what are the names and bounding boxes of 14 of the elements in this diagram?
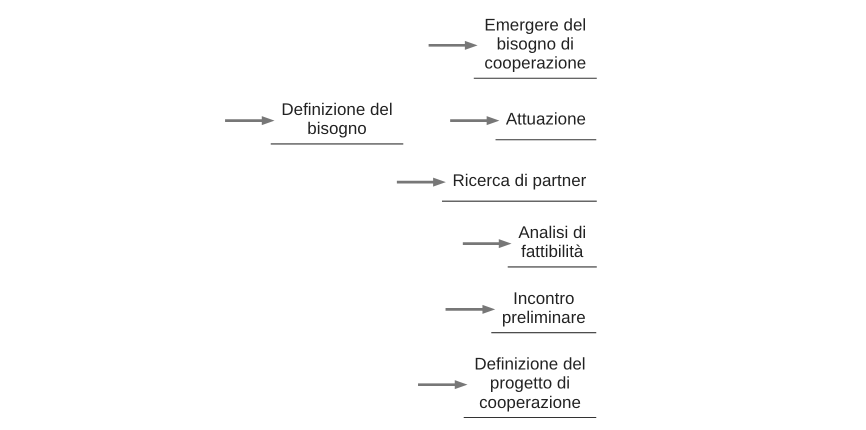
arrow xyxy=(428,40,478,50)
node-text: Emergere del bisogno di cooperazione xyxy=(484,15,586,72)
arrow xyxy=(450,116,499,126)
node-text: Definizione del progetto di cooperazione xyxy=(474,354,586,412)
node-text: Analisi di fattibilità xyxy=(518,223,586,262)
arrow xyxy=(445,304,495,314)
arrow xyxy=(462,239,512,248)
node-text: Definizione del bisogno xyxy=(280,100,392,138)
node-text: Attuazione xyxy=(505,110,586,129)
arrow xyxy=(396,178,446,187)
node-text: Ricerca di partner xyxy=(452,171,586,190)
arrow xyxy=(418,380,468,390)
node-text: Incontro preliminare xyxy=(501,288,586,327)
arrow xyxy=(224,116,274,126)
